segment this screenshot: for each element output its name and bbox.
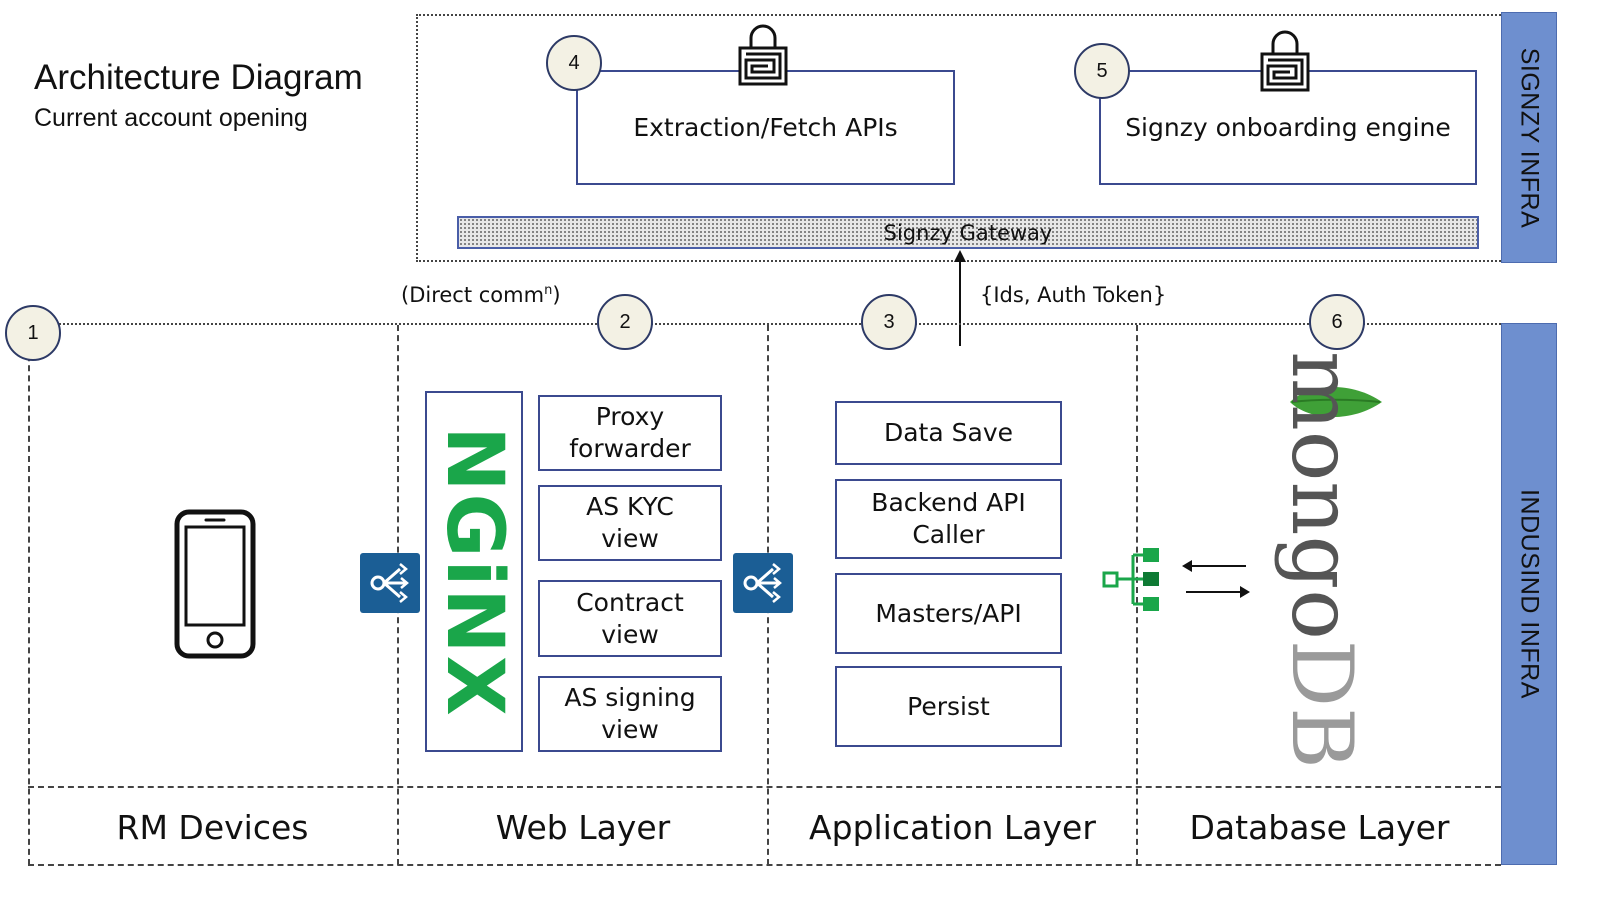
layer-label-rm-devices: RM Devices: [116, 808, 309, 847]
indusind-infra-label: INDUSIND INFRA: [1515, 489, 1544, 699]
mobile-phone-icon: [174, 509, 256, 659]
signzy-gateway-label: Signzy Gateway: [883, 220, 1053, 245]
layer-label-divider: [28, 786, 1501, 788]
extraction-fetch-apis-box: Extraction/Fetch APIs: [576, 70, 955, 185]
diagram-subtitle: Current account opening: [34, 104, 308, 132]
ids-auth-token-annotation: {Ids, Auth Token}: [980, 283, 1167, 307]
indusind-top-border: [28, 323, 1501, 325]
step-badge-1: 1: [5, 305, 61, 361]
mongodb-logo: mongoDB: [1273, 351, 1371, 769]
layer-label-application: Application Layer: [809, 808, 1096, 847]
masters-api-box: Masters/API: [835, 573, 1062, 654]
signzy-gateway-bar: Signzy Gateway: [457, 216, 1479, 249]
nginx-box: NGiNX: [425, 391, 523, 752]
layer-label-web: Web Layer: [495, 808, 671, 847]
gateway-arrow: [954, 250, 966, 346]
database-connection-icon: [1102, 548, 1159, 611]
step-badge-3: 3: [861, 294, 917, 350]
signzy-infra-label: SIGNZY INFRA: [1515, 47, 1544, 228]
signzy-logo-icon: [1260, 30, 1310, 92]
bidirectional-arrows: [1182, 560, 1250, 598]
nginx-logo: NGiNX: [429, 425, 519, 718]
step-badge-2: 2: [597, 294, 653, 350]
layer-label-database: Database Layer: [1189, 808, 1450, 847]
signzy-infra-bar: SIGNZY INFRA: [1501, 12, 1557, 263]
diagram-title: Architecture Diagram: [34, 58, 363, 97]
persist-box: Persist: [835, 666, 1062, 747]
extraction-fetch-apis-label: Extraction/Fetch APIs: [633, 112, 898, 142]
column-divider-3: [1136, 325, 1138, 865]
load-balancer-icon: [360, 553, 420, 613]
direct-comm-annotation: (Direct commn): [401, 283, 561, 307]
step-badge-4: 4: [546, 35, 602, 91]
signzy-logo-icon: [738, 24, 788, 86]
load-balancer-icon: [733, 553, 793, 613]
indusind-bottom-border: [28, 864, 1501, 866]
indusind-infra-bar: INDUSIND INFRA: [1501, 323, 1557, 865]
step-badge-6: 6: [1309, 294, 1365, 350]
mongodb-leaf-icon: [1290, 386, 1382, 418]
data-save-box: Data Save: [835, 401, 1062, 465]
signzy-onboarding-engine-label: Signzy onboarding engine: [1125, 112, 1451, 142]
step-badge-5: 5: [1074, 43, 1130, 99]
indusind-left-border: [28, 325, 30, 865]
